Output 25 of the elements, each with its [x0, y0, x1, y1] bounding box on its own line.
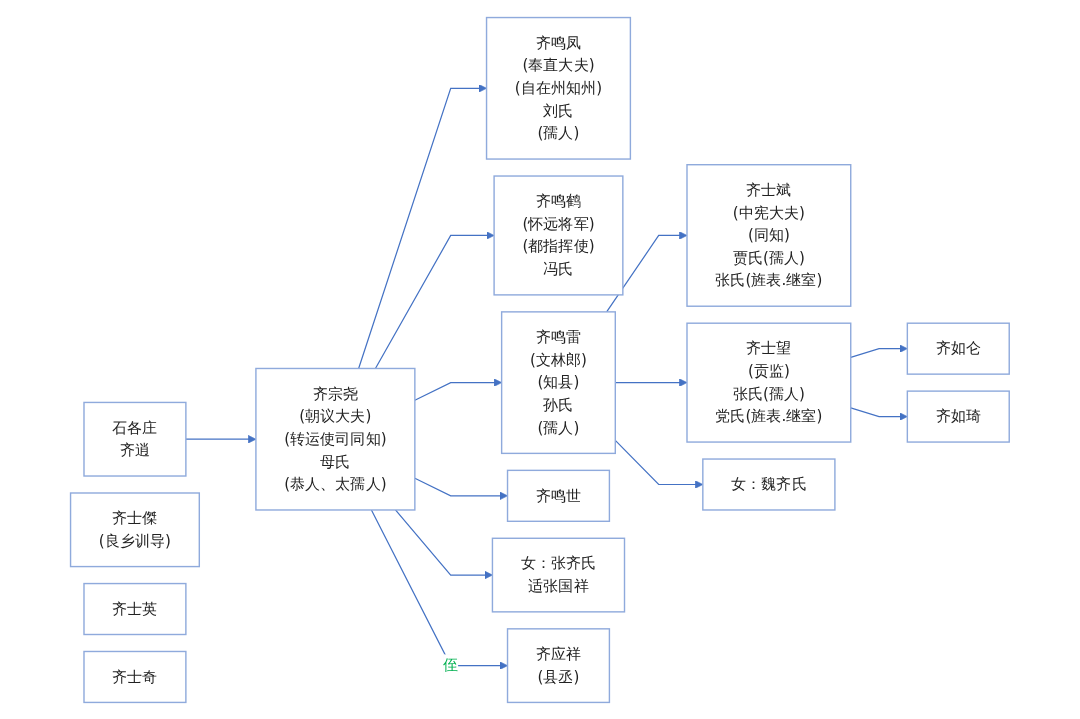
node-box: 齐如仑: [906, 322, 1011, 375]
arrow: [185, 434, 257, 443]
node-box: 齐鸣鹤 (怀远将军) (都指挥使) 冯氏: [493, 174, 624, 296]
node-box: 齐如琦: [906, 389, 1011, 443]
node-box: 齐宗尧 (朝议大夫) (转运使司同知) 母氏 (恭人、太孺人): [255, 367, 416, 511]
node-box: 女：张齐氏 适张国祥: [491, 537, 626, 613]
node-box: 齐士傑 (良乡训导): [69, 491, 201, 567]
node-box: 齐鸣凤 (奉直大夫) (自在州知州) 刘氏 (孺人): [485, 16, 632, 160]
node-box: 齐士斌 (中宪大夫) (同知) 贾氏(孺人) 张氏(旌表.继室): [686, 163, 852, 307]
node-box: 齐士望 (贡监) 张氏(孺人) 党氏(旌表.继室): [686, 322, 852, 443]
arrow: [394, 508, 493, 579]
arrow: [850, 344, 908, 358]
node-box: 女：魏齐氏: [702, 457, 836, 511]
edge-label: 侄: [443, 655, 459, 674]
node-box: 齐鸣世: [506, 469, 611, 522]
arrow: [370, 508, 508, 670]
node-box: 齐应祥 (县丞): [506, 627, 611, 703]
arrow: [850, 406, 908, 421]
node-box: 齐鸣雷 (文林郎) (知县) 孙氏 (孺人): [501, 310, 617, 454]
arrow: [414, 477, 508, 500]
node-box: 齐士奇: [83, 650, 187, 703]
node-box: 石各庄 齐逍: [83, 401, 187, 477]
node-box: 齐士英: [83, 582, 187, 635]
arrow: [606, 230, 688, 312]
arrow: [374, 230, 495, 369]
